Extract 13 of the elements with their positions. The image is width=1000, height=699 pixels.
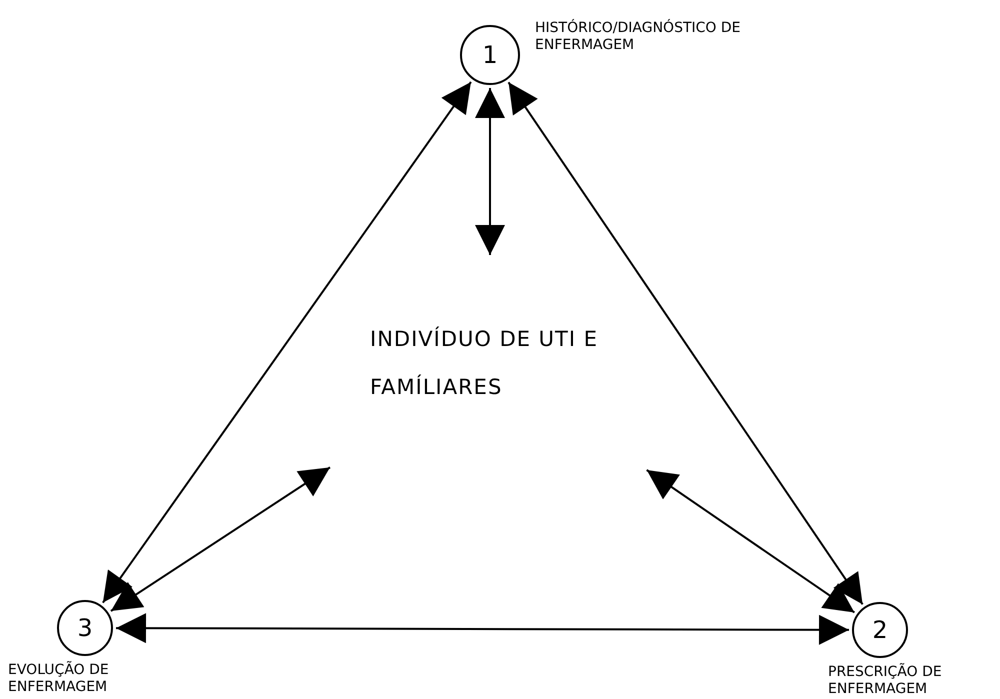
double-arrow xyxy=(475,88,505,255)
step-label: HISTÓRICO/DIAGNÓSTICO DE ENFERMAGEM xyxy=(535,20,742,54)
double-arrow xyxy=(508,82,864,605)
numbered-circle: 2 xyxy=(852,602,908,658)
double-arrow xyxy=(102,81,472,604)
double-arrow xyxy=(116,613,849,645)
numbered-circle: 3 xyxy=(57,600,113,656)
step-label: PRESCRIÇÃO DE ENFERMAGEM xyxy=(828,664,943,698)
step-label: EVOLUÇÃO DE ENFERMAGEM xyxy=(8,662,110,696)
numbered-circle: 1 xyxy=(460,25,520,85)
double-arrow xyxy=(110,466,331,612)
double-arrow xyxy=(646,469,855,614)
center-label: INDIVÍDUO DE UTI E FAMÍLIARES xyxy=(370,326,600,400)
